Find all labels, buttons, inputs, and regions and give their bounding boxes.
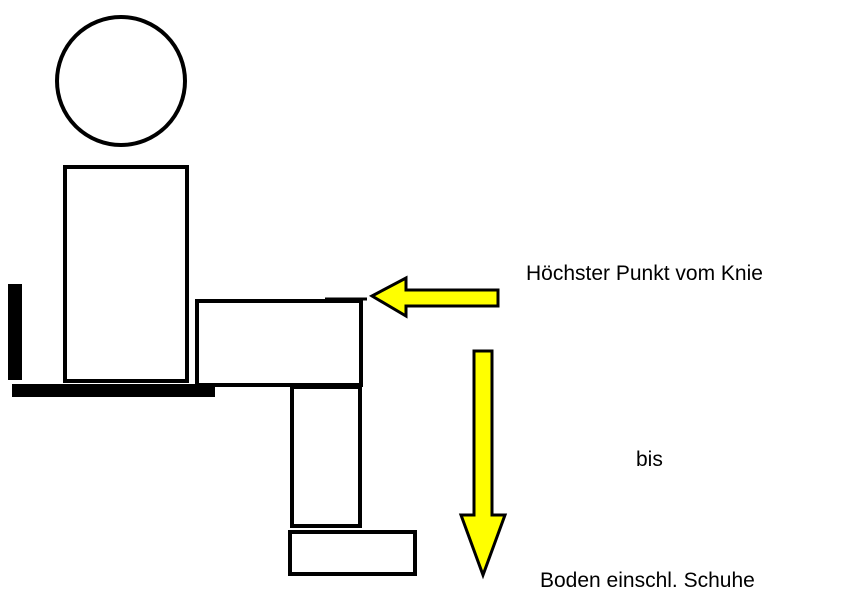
torso (63, 165, 189, 383)
shoe (288, 530, 417, 576)
chair-seat (12, 384, 215, 397)
arrow-left-icon (368, 275, 500, 319)
chair-backrest (8, 284, 22, 380)
arrow-down-icon (458, 349, 508, 580)
head (55, 15, 187, 147)
lower-leg (290, 385, 362, 528)
thigh (195, 299, 363, 387)
label-bis: bis (636, 448, 663, 471)
label-floor: Boden einschl. Schuhe (540, 569, 755, 592)
label-knee-top: Höchster Punkt vom Knie (526, 262, 763, 285)
